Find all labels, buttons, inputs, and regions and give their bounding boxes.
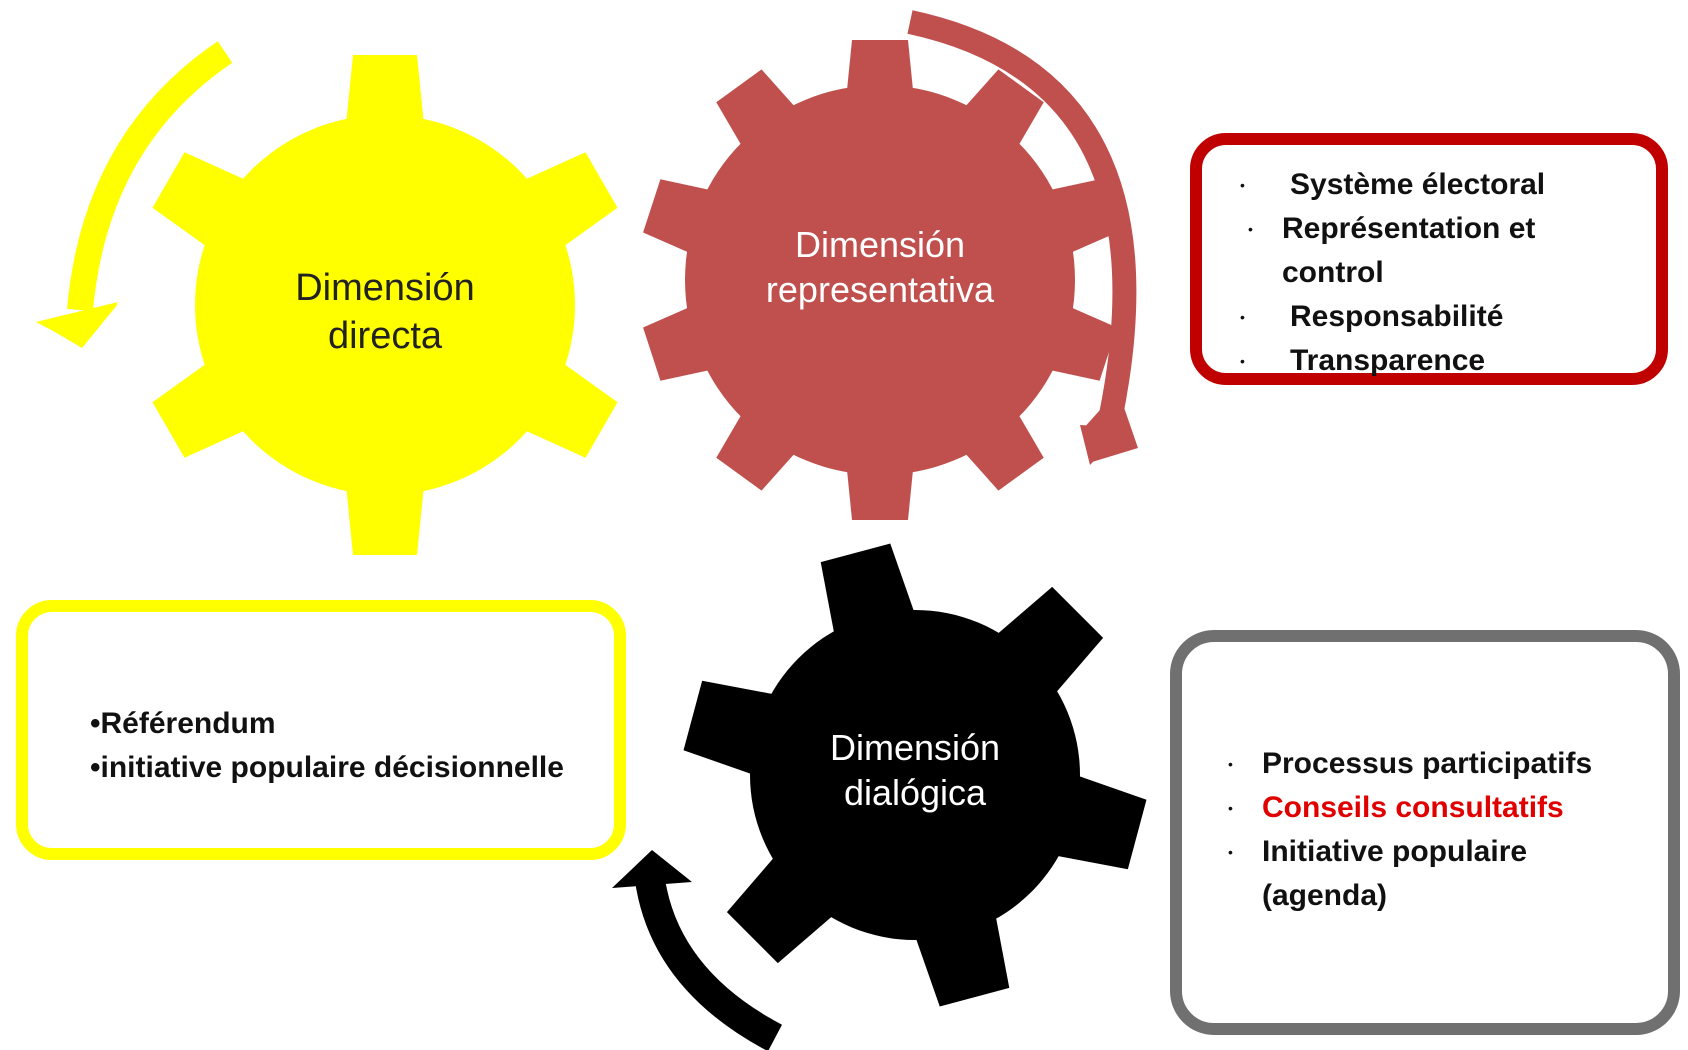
- arrow-dialogica: [612, 850, 783, 1050]
- box-directa-item: •Référendum: [90, 707, 276, 740]
- bullet-icon: •: [1240, 309, 1245, 325]
- box-representativa-item: • Représentation et: [1248, 207, 1656, 251]
- box-dialogica-item: (agenda): [1262, 874, 1668, 918]
- gear-dialogica: [683, 543, 1147, 1007]
- gear-label-representativa: Dimensión representativa: [730, 222, 1030, 312]
- box-representativa-item: • Transparence: [1240, 339, 1656, 383]
- box-representativa-item-text: control: [1282, 256, 1384, 289]
- gear-directa: [152, 55, 618, 555]
- box-representativa-item-text: Responsabilité: [1290, 300, 1504, 333]
- gear-label-representativa-line2: representativa: [765, 269, 995, 310]
- bullet-icon: •: [1228, 756, 1233, 772]
- box-dialogica: • Processus participatifs • Conseils con…: [1170, 630, 1680, 1035]
- bullet-icon: •: [1240, 353, 1245, 369]
- arrow-representativa: [907, 10, 1138, 465]
- box-representativa-item-text: Système électoral: [1290, 168, 1546, 201]
- gear-representativa: [643, 40, 1117, 520]
- box-representativa-item: • Système électoral: [1240, 163, 1656, 207]
- box-representativa-item: • Responsabilité: [1240, 295, 1656, 339]
- gear-label-dialogica: Dimensión dialógica: [790, 725, 1040, 815]
- bullet-icon: •: [1228, 844, 1233, 860]
- box-dialogica-item-text: Initiative populaire: [1262, 835, 1528, 868]
- bullet-icon: •: [1240, 177, 1245, 193]
- gear-label-directa-line1: Dimensión: [295, 267, 475, 309]
- box-directa: •Référendum •initiative populaire décisi…: [16, 600, 626, 860]
- box-dialogica-item-text-highlight: Conseils consultatifs: [1262, 791, 1564, 824]
- box-representativa-item-text: Représentation et: [1282, 212, 1536, 245]
- gear-label-representativa-line1: Dimensión: [794, 224, 966, 265]
- gear-label-dialogica-line2: dialógica: [843, 772, 987, 813]
- bullet-icon: •: [1228, 800, 1233, 816]
- box-dialogica-item: • Processus participatifs: [1228, 742, 1668, 786]
- box-representativa-item: control: [1282, 251, 1656, 295]
- gear-label-directa-line2: directa: [327, 314, 443, 357]
- box-dialogica-item: • Conseils consultatifs: [1228, 786, 1668, 830]
- box-dialogica-item: • Initiative populaire: [1228, 830, 1668, 874]
- box-representativa-item-text: Transparence: [1290, 344, 1486, 377]
- gear-label-dialogica-line1: Dimensión: [829, 727, 1001, 768]
- arrow-directa: [36, 41, 233, 348]
- gear-label-directa: Dimensión directa: [250, 265, 520, 360]
- box-directa-item: •initiative populaire décisionnelle: [90, 751, 564, 784]
- box-representativa: • Système électoral • Représentation et …: [1190, 133, 1668, 385]
- box-dialogica-item-text: Processus participatifs: [1262, 747, 1593, 780]
- bullet-icon: •: [1248, 221, 1253, 237]
- box-dialogica-item-text: (agenda): [1262, 879, 1388, 912]
